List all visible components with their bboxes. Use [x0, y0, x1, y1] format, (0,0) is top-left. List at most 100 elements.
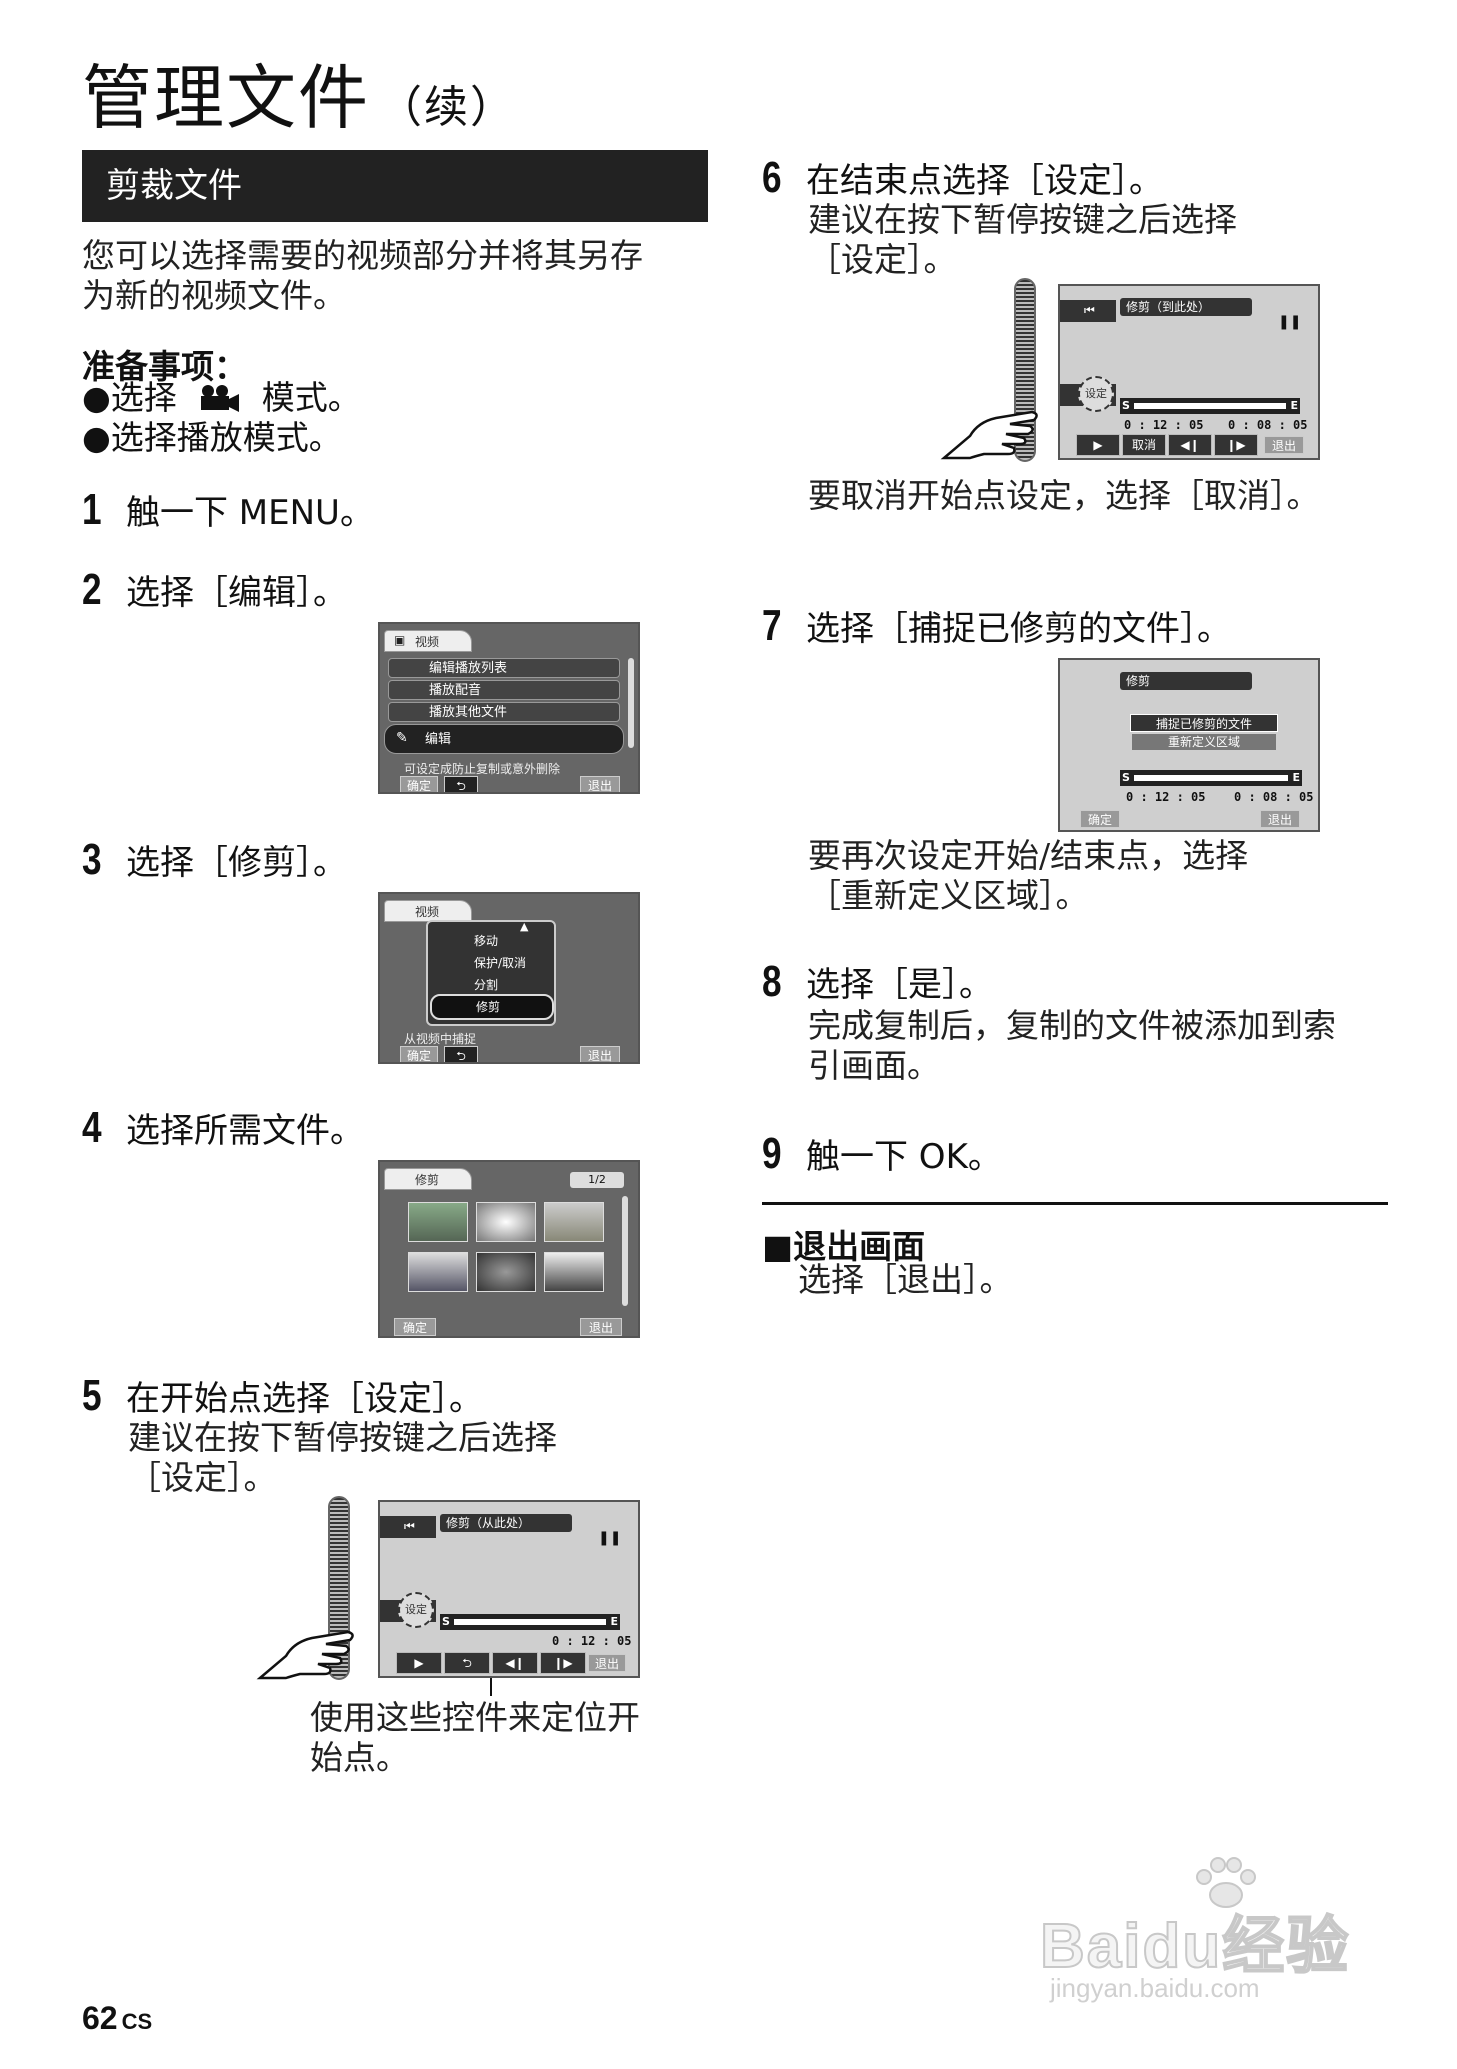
thumbnail[interactable] — [544, 1202, 604, 1242]
start-timecode: 0 : 12 : 05 — [1124, 418, 1204, 432]
step-6-desc: 建议在按下暂停按键之后选择 ［设定］。 — [808, 200, 1237, 279]
frame-forward-icon: ❙▶ — [1226, 438, 1246, 452]
menu-item-other-files[interactable]: 播放其他文件 — [388, 702, 620, 722]
menu-item-protect[interactable]: 保护/取消 — [474, 956, 527, 970]
callout-line — [490, 1678, 492, 1696]
end-timecode: 0 : 08 : 05 — [1228, 418, 1308, 432]
exit-button[interactable]: 退出 — [1264, 436, 1304, 454]
end-marker: E — [610, 1615, 618, 1628]
timecode: 0 : 12 : 05 — [552, 1634, 632, 1648]
thumbnail[interactable] — [408, 1252, 468, 1292]
frame-forward-button[interactable]: ❙▶ — [540, 1652, 586, 1674]
step-6-note: 要取消开始点设定，选择［取消］。 — [808, 476, 1320, 515]
exit-title: ■退出画面 — [762, 1227, 926, 1266]
trim-timeline: S E — [1120, 770, 1302, 786]
end-timecode: 0 : 08 : 05 — [1234, 790, 1314, 804]
rewind-button[interactable]: ⏮ — [1060, 300, 1116, 322]
tab-video[interactable]: 视频 — [384, 630, 472, 652]
frame-back-icon: ◀❙ — [505, 1656, 525, 1670]
exit-button[interactable]: 退出 — [1260, 810, 1300, 828]
menu-item-move[interactable]: 移动 — [474, 934, 499, 948]
trim-timeline[interactable]: S E — [440, 1614, 620, 1630]
trim-timeline[interactable]: S E — [1120, 398, 1300, 414]
screen-file-select: 修剪 1/2 确定 退出 — [378, 1160, 640, 1338]
thumbnail[interactable] — [544, 1252, 604, 1292]
frame-back-icon: ◀❙ — [1180, 438, 1200, 452]
set-button[interactable]: 设定 — [398, 1592, 434, 1628]
thumbnail[interactable] — [476, 1252, 536, 1292]
section-divider — [762, 1202, 1388, 1205]
trim-label: 修剪 — [1120, 672, 1252, 690]
cancel-button[interactable]: 取消 — [1122, 434, 1166, 456]
start-marker: S — [1122, 399, 1130, 412]
skip-back-icon: ⏮ — [404, 1519, 415, 1533]
skip-back-icon: ⏮ — [1084, 303, 1095, 317]
menu-item-edit[interactable]: 编辑 — [384, 724, 624, 754]
exit-button[interactable]: 退出 — [580, 1318, 622, 1336]
pointing-hand-icon — [940, 410, 1038, 460]
play-button[interactable]: ▶ — [1076, 434, 1120, 456]
exit-button[interactable]: 退出 — [580, 776, 620, 792]
back-button[interactable]: ⮌ — [444, 776, 478, 792]
pause-icon: ❚❚ — [598, 1530, 622, 1546]
capture-trimmed-file-button[interactable]: 捕捉已修剪的文件 — [1130, 714, 1278, 732]
ok-button[interactable]: 确定 — [1080, 810, 1120, 828]
ok-button[interactable]: 确定 — [400, 1046, 438, 1062]
play-icon: ▶ — [414, 1656, 424, 1670]
screen-note: 可设定成防止复制或意外删除 — [404, 762, 561, 776]
screen-trim-start: ⏮ 修剪（从此处） ❚❚ 设定 S E 0 : 12 : 05 ▶ ⮌ ◀❙ ❙… — [378, 1500, 640, 1678]
intro-text: 您可以选择需要的视频部分并将其另存 为新的视频文件。 — [82, 236, 643, 315]
paw-logo-icon — [1196, 1857, 1256, 1908]
redefine-area-button[interactable]: 重新定义区域 — [1132, 734, 1276, 750]
page-title: 管理文件（续） — [82, 57, 516, 139]
return-icon: ⮌ — [462, 1656, 472, 1670]
start-marker: S — [1122, 771, 1130, 784]
thumbnail[interactable] — [476, 1202, 536, 1242]
tab-trim: 修剪 — [384, 1168, 472, 1190]
ok-button[interactable]: 确定 — [400, 776, 438, 792]
prep-bullet-2: ●选择播放模式。 — [82, 418, 342, 457]
scroll-up-icon[interactable]: ▲ — [520, 920, 529, 933]
frame-back-button[interactable]: ◀❙ — [1168, 434, 1212, 456]
play-icon: ▶ — [1093, 438, 1103, 452]
menu-item-edit-playlist[interactable]: 编辑播放列表 — [388, 658, 620, 678]
back-button[interactable]: ⮌ — [444, 1652, 490, 1674]
ok-button[interactable]: 确定 — [394, 1318, 436, 1336]
back-button[interactable]: ⮌ — [444, 1046, 478, 1062]
pause-icon: ❚❚ — [1278, 314, 1302, 330]
rewind-button[interactable]: ⏮ — [380, 1516, 436, 1538]
prep-title: 准备事项： — [82, 347, 247, 386]
play-button[interactable]: ▶ — [396, 1652, 442, 1674]
screen-trim-end: ⏮ 修剪（到此处） ❚❚ 设定 S E 0 : 12 : 05 0 : 08 :… — [1058, 284, 1320, 460]
frame-forward-button[interactable]: ❙▶ — [1214, 434, 1258, 456]
wrench-icon: ✎ — [396, 730, 408, 746]
step-7-note: 要再次设定开始/结束点，选择 ［重新定义区域］。 — [808, 836, 1249, 915]
trim-to-label: 修剪（到此处） — [1120, 298, 1252, 316]
menu-item-dubbing[interactable]: 播放配音 — [388, 680, 620, 700]
scrollbar[interactable] — [622, 1196, 628, 1306]
start-marker: S — [442, 1615, 450, 1628]
trim-from-label: 修剪（从此处） — [440, 1514, 572, 1532]
step-8-desc: 完成复制后，复制的文件被添加到索 引画面。 — [808, 1006, 1336, 1085]
screen-capture-trimmed: 修剪 捕捉已修剪的文件 重新定义区域 S E 0 : 12 : 05 0 : 0… — [1058, 658, 1320, 832]
step-5-desc: 建议在按下暂停按键之后选择 ［设定］。 — [128, 1418, 557, 1497]
tab-video[interactable]: 视频 — [384, 900, 472, 922]
frame-forward-icon: ❙▶ — [553, 1656, 573, 1670]
scrollbar[interactable] — [628, 658, 634, 748]
frame-back-button[interactable]: ◀❙ — [492, 1652, 538, 1674]
end-marker: E — [1292, 771, 1300, 784]
thumbnail[interactable] — [408, 1202, 468, 1242]
exit-button[interactable]: 退出 — [588, 1654, 626, 1672]
video-tab-icon: ▣ — [394, 633, 406, 647]
exit-button[interactable]: 退出 — [580, 1046, 620, 1062]
set-button[interactable]: 设定 — [1078, 376, 1114, 412]
menu-item-trim[interactable]: 修剪 — [430, 994, 554, 1020]
menu-item-split[interactable]: 分割 — [474, 978, 499, 992]
